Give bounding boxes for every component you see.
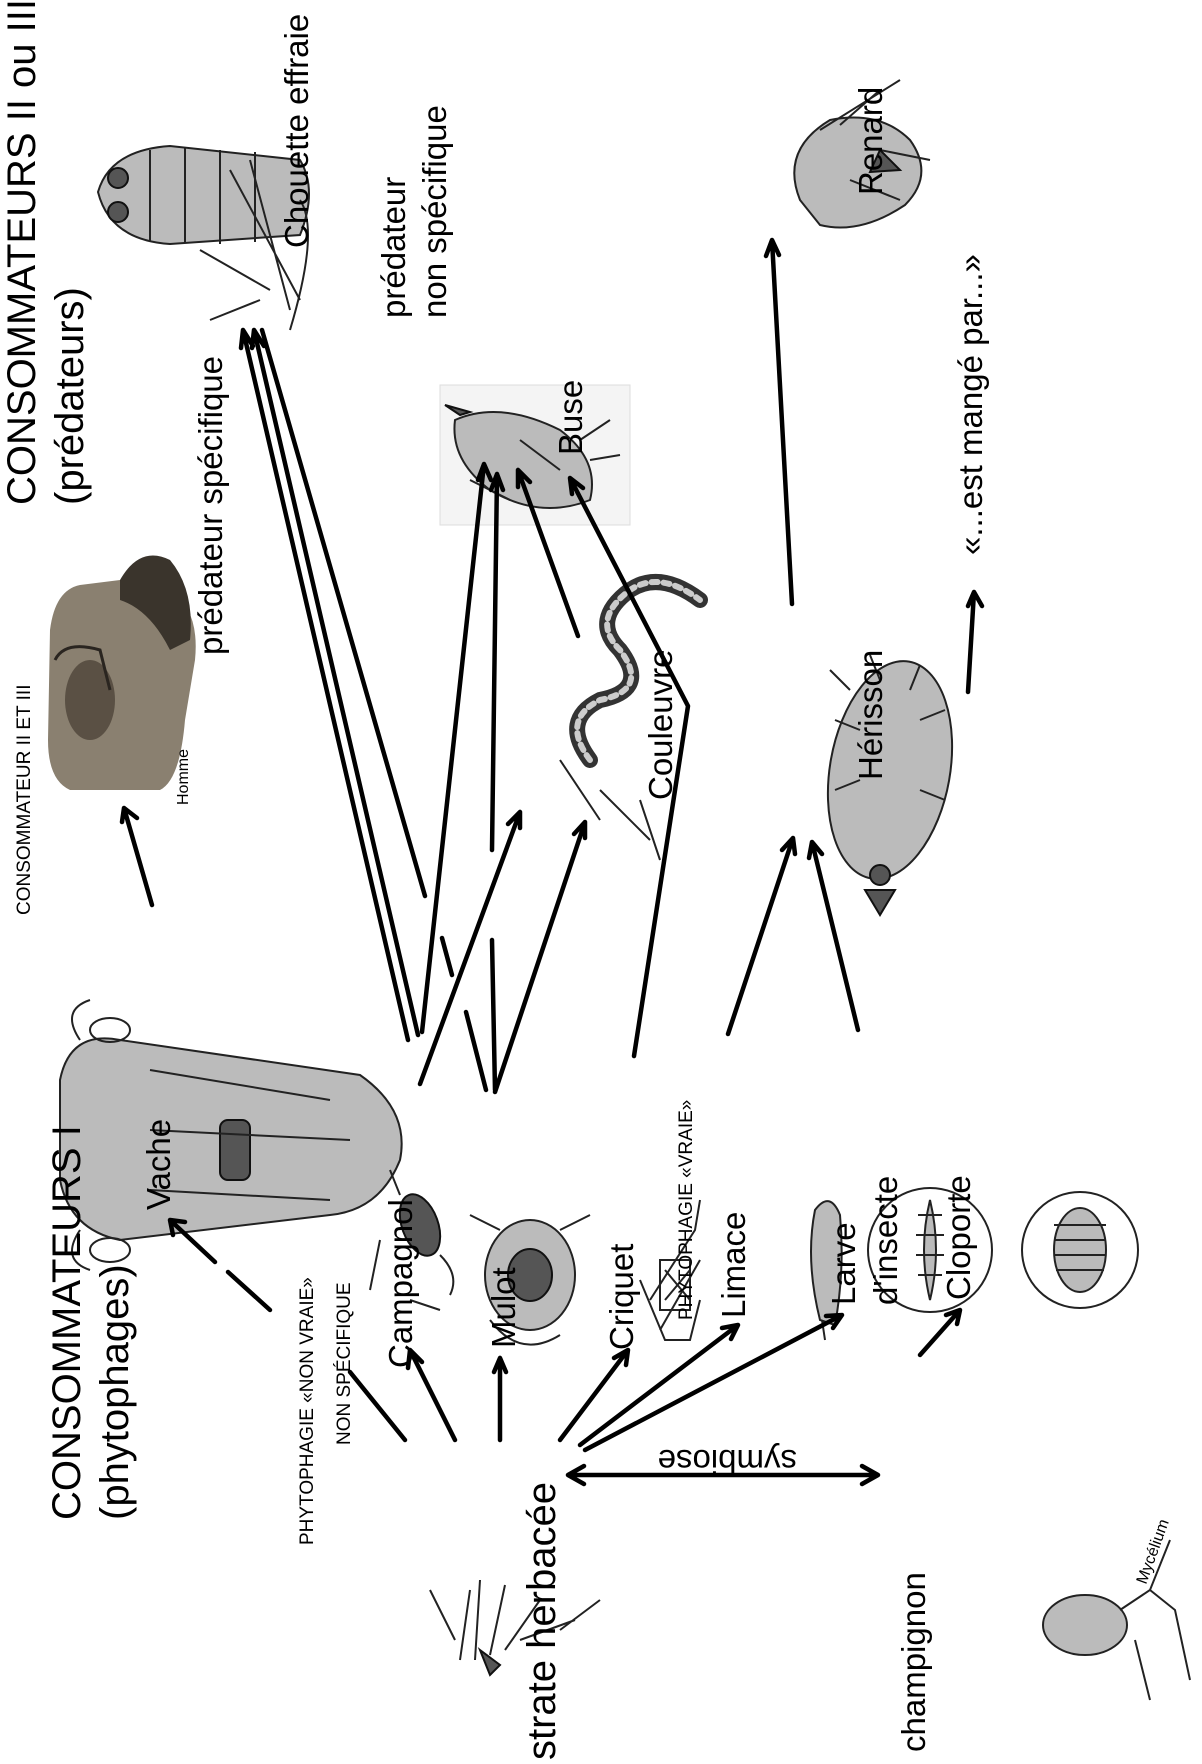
non-specifique-label: NON SPÉCIFIQUE [334, 1282, 355, 1445]
man-owl-photo [48, 555, 196, 790]
criquet-label: Criquet [603, 1244, 640, 1350]
phytophagie-non-vraie-label: PHYTOPHAGIE «NON VRAIE» [297, 1277, 318, 1545]
arrow-symbiose [565, 1463, 881, 1487]
arrow-larve-herisson [806, 839, 861, 1033]
cow-illustration [59, 999, 403, 1271]
consommateur-2-et-3: CONSOMMATEUR II ET III [14, 685, 35, 915]
arrow-campagnol-chouette-2 [259, 327, 428, 899]
arrow-champignon-cloporte [917, 1307, 963, 1358]
arrow-strate-criquet [557, 1347, 631, 1443]
champignon-label: champignon [895, 1572, 932, 1752]
arrow-vache-homme [119, 805, 155, 908]
strate-herbacee-label: strate herbacée [520, 1482, 564, 1760]
arrow-limace-herisson [725, 835, 798, 1037]
predateur-non-specifique-line1: prédateur [375, 177, 412, 318]
labels: CONSOMMATEURS I (phytophages) CONSOMMATE… [0, 0, 1173, 1760]
arrow-mulot-chouette-mark [439, 935, 489, 1093]
vole-illustration [369, 1169, 455, 1311]
owl-illustration [96, 144, 310, 331]
feeding-arrows [119, 237, 985, 1487]
arrow-strate-mulot [491, 1355, 509, 1443]
arrow-strate-campagnol [347, 1347, 458, 1443]
arrow-herisson-renard [763, 237, 795, 607]
herisson-label: Hérisson [852, 650, 889, 780]
larve-label-line1: Larve [825, 1222, 862, 1305]
buzzard-illustration [439, 384, 631, 526]
legend-arrow [965, 589, 985, 695]
arrow-mulot-buse [488, 471, 506, 853]
arrow-strate-vache [167, 1217, 273, 1313]
predateur-specifique-label: prédateur spécifique [192, 356, 229, 655]
snake-illustration [559, 574, 708, 861]
mycelium-label: Mycélium [1134, 1517, 1173, 1586]
legend-label: «...est mangé par...» [952, 254, 989, 555]
homme-label: Homme [175, 749, 192, 805]
symbiose-label: symbiose [658, 1443, 797, 1480]
consommateurs-1-title: CONSOMMATEURS I [45, 1125, 89, 1520]
chouette-label: Chouette effraie [278, 14, 315, 248]
mouse-illustration [469, 1214, 591, 1346]
woodlouse-illustration [1021, 1191, 1139, 1309]
mulot-label: Mulot [485, 1267, 522, 1348]
consommateurs-1-sub: (phytophages) [93, 1264, 137, 1520]
larva-illustration [867, 1187, 993, 1313]
arrow-campagnol-chouette [238, 327, 411, 1043]
consommateurs-2-sub: (prédateurs) [48, 287, 92, 505]
cricket-illustration [639, 1199, 701, 1341]
arrow-mulot-couleuvre [492, 819, 588, 1095]
campagnol-label: Campagnol [382, 1199, 419, 1368]
phytophagie-vraie-label: PHYTOPHAGIE «VRAIE» [676, 1100, 697, 1320]
predateur-non-specifique-line2: non spécifique [416, 105, 453, 318]
mushroom-illustration [1042, 1539, 1191, 1701]
fox-illustration [793, 79, 931, 229]
couleuvre-label: Couleuvre [642, 650, 679, 800]
limace-label: Limace [715, 1212, 752, 1318]
grass-illustration [429, 1579, 601, 1677]
buse-label: Buse [552, 380, 589, 455]
hedgehog-illustration [826, 654, 954, 917]
vache-label: Vache [140, 1119, 177, 1210]
arrow-criquet-buse [567, 475, 691, 1059]
arrow-campagnol-couleuvre [417, 809, 523, 1087]
arrow-campagnol-buse [419, 461, 494, 1035]
consommateurs-2-title: CONSOMMATEURS II ou III [0, 0, 44, 505]
arrow-strate-limace [577, 1322, 741, 1448]
larve-label-line2: d'insecte [867, 1176, 904, 1305]
arrow-mulot-buse-2 [489, 937, 498, 1093]
renard-label: Renard [852, 87, 889, 195]
arrow-mulot-chouette [249, 327, 421, 1038]
arrow-strate-larve [582, 1312, 845, 1453]
arrow-couleuvre-buse [515, 467, 581, 639]
cloporte-label: Cloporte [940, 1175, 977, 1300]
